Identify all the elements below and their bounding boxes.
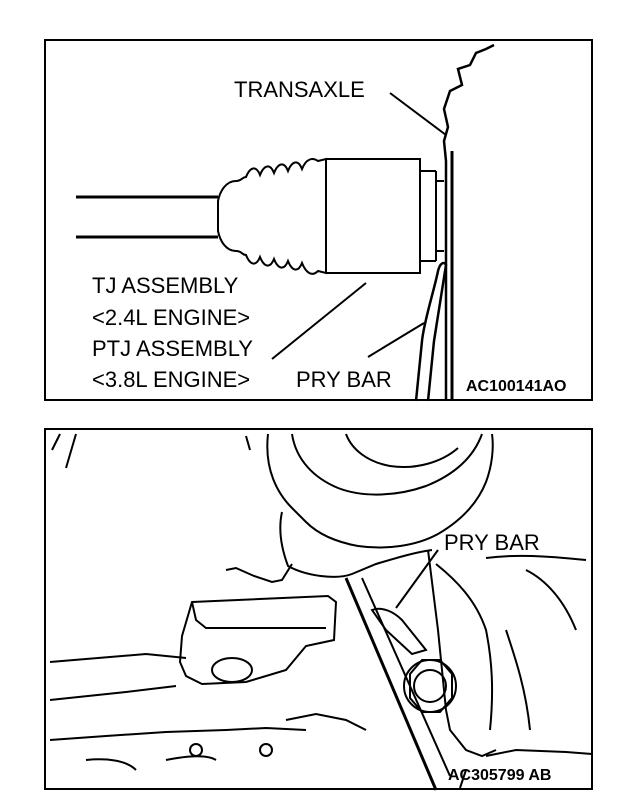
label-ptj-assembly: PTJ ASSEMBLY [92, 336, 253, 361]
label-tj-engine: <2.4L ENGINE> [92, 305, 251, 330]
label-pry-bar: PRY BAR [444, 530, 540, 555]
drawing-pry-bar-detail [49, 433, 593, 791]
label-ptj-engine: <3.8L ENGINE> [92, 367, 251, 392]
drawing-transaxle-joint [76, 43, 495, 402]
figure-panel-transaxle: TRANSAXLE TJ ASSEMBLY <2.4L ENGINE> PTJ … [44, 39, 593, 402]
figure-code: AC100141AO [466, 378, 567, 395]
label-pry-bar: PRY BAR [296, 367, 392, 392]
label-tj-assembly: TJ ASSEMBLY [92, 273, 239, 298]
figure-panel-pry-bar-detail: PRY BAR AC305799 AB [44, 428, 593, 791]
label-transaxle: TRANSAXLE [234, 77, 365, 102]
figure-code: AC305799 AB [448, 767, 552, 784]
